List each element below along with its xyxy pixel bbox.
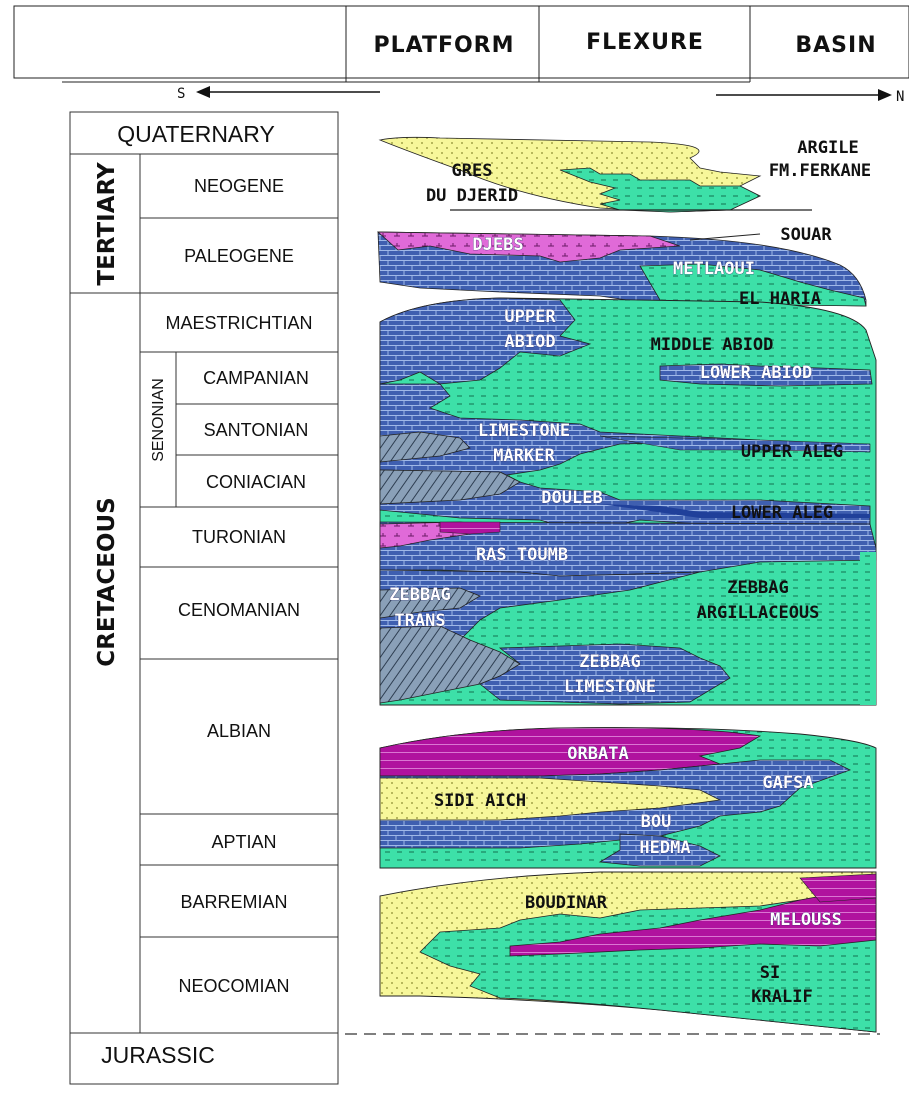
platform-label: PLATFORM (373, 33, 514, 58)
limestone-marker-label: LIMESTONE (478, 421, 570, 441)
zebbag-limestone-label: ZEBBAG (579, 652, 640, 672)
kralif-label: KRALIF (751, 987, 812, 1007)
melouss-label: MELOUSS (770, 910, 842, 930)
north-label: N (896, 89, 904, 105)
djebs-label: DJEBS (472, 235, 523, 255)
souar-label: SOUAR (780, 225, 832, 245)
tertiary-label: TERTIARY (94, 162, 120, 286)
zebbag-trans-label: ZEBBAG (389, 585, 450, 605)
arrow-right-icon (716, 89, 892, 101)
coniacian-label: CONIACIAN (206, 472, 306, 492)
upper-aleg-label: UPPER ALEG (741, 442, 843, 462)
header: PLATFORM FLEXURE BASIN S N (14, 6, 909, 105)
orbata-label: ORBATA (567, 744, 628, 764)
djerid-label: DU DJERID (426, 186, 518, 206)
turonian-label: TURONIAN (192, 527, 286, 547)
cretaceous-label: CRETACEOUS (94, 497, 120, 666)
senonian-label: SENONIAN (150, 378, 167, 462)
gres-label: GRES (452, 161, 493, 181)
ferkane-label: FM.FERKANE (769, 161, 871, 181)
sidi-aich-label: SIDI AICH (434, 791, 526, 811)
si-kralif-label: SI (760, 963, 780, 983)
aptian-label: APTIAN (211, 832, 276, 852)
quaternary-label: QUATERNARY (117, 121, 275, 147)
ras-toumb-label: RAS TOUMB (476, 545, 568, 565)
middle-abiod-label: MIDDLE ABIOD (651, 335, 774, 355)
trans-label: TRANS (394, 611, 445, 631)
douleb-label: DOULEB (541, 488, 602, 508)
albian-label: ALBIAN (207, 721, 271, 741)
south-label: S (177, 86, 185, 102)
metlaoui-label: METLAOUI (673, 259, 755, 279)
gafsa-label: GAFSA (762, 773, 813, 793)
barremian-label: BARREMIAN (180, 892, 287, 912)
cross-section: GRES DU DJERID ARGILE FM.FERKANE SOUAR D… (345, 137, 880, 1034)
argillaceous-label: ARGILLACEOUS (697, 603, 820, 623)
basin-label: BASIN (795, 33, 876, 58)
maestrichtian-label: MAESTRICHTIAN (165, 313, 312, 333)
marker-label: MARKER (493, 446, 555, 466)
upper-abiod-label: UPPER (504, 307, 556, 327)
abiod-label: ABIOD (504, 332, 555, 352)
hedma-label: HEDMA (639, 838, 690, 858)
limestone-label: LIMESTONE (564, 677, 656, 697)
zebbag-argillaceous-label: ZEBBAG (727, 578, 788, 598)
bou-hedma-label: BOU (641, 812, 672, 832)
cenomanian-label: CENOMANIAN (178, 600, 300, 620)
lower-abiod-label: LOWER ABIOD (700, 363, 813, 383)
paleogene-label: PALEOGENE (184, 246, 294, 266)
campanian-label: CAMPANIAN (203, 368, 309, 388)
jurassic-label: JURASSIC (101, 1042, 215, 1068)
neocomian-label: NEOCOMIAN (178, 976, 289, 996)
arrow-left-icon (196, 86, 380, 98)
argile-label: ARGILE (797, 138, 858, 158)
santonian-label: SANTONIAN (204, 420, 309, 440)
el-haria-label: EL HARIA (739, 289, 821, 309)
boudinar-label: BOUDINAR (525, 893, 608, 913)
flexure-label: FLEXURE (586, 30, 704, 55)
lower-cretaceous-block (380, 872, 876, 1032)
stratigraphic-column: QUATERNARY TERTIARY NEOGENE PALEOGENE CR… (70, 112, 338, 1084)
neogene-label: NEOGENE (194, 176, 284, 196)
lower-aleg-label: LOWER ALEG (731, 503, 833, 523)
upper-cretaceous-body (380, 298, 876, 705)
